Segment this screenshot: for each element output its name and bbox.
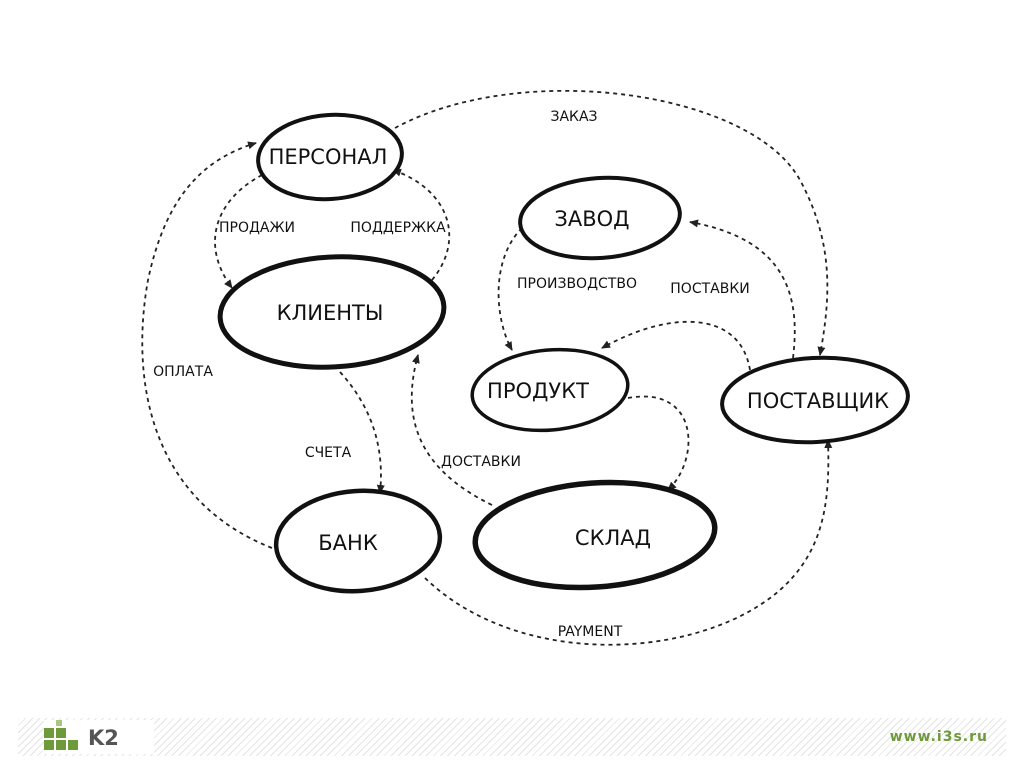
node-supplier-label: ПОСТАВЩИК: [747, 389, 889, 413]
node-personal-label: ПЕРСОНАЛ: [269, 145, 388, 169]
k2-logo-mark-icon: [44, 720, 78, 750]
node-clients-label: КЛИЕНТЫ: [277, 301, 384, 325]
edge-label-deliveries-supply: ПОСТАВКИ: [670, 281, 749, 297]
node-bank-label: БАНК: [318, 531, 378, 555]
k2-logo-text: K2: [88, 726, 119, 750]
node-warehouse-label: СКЛАД: [575, 526, 651, 550]
edge-label-sales: ПРОДАЖИ: [219, 220, 295, 236]
edge-product-warehouse: [627, 395, 690, 491]
node-product-label: ПРОДУКТ: [487, 379, 589, 403]
node-factory-label: ЗАВОД: [554, 207, 629, 231]
k2-logo: K2: [44, 720, 154, 754]
edge-label-payment-ru: ОПЛАТА: [153, 364, 213, 380]
footer-url-link[interactable]: www.i3s.ru: [889, 729, 988, 745]
edge-label-payment-en: PAYMENT: [558, 624, 623, 640]
edge-label-production: ПРОИЗВОДСТВО: [517, 276, 637, 292]
node-factory: ЗАВОД: [518, 175, 682, 261]
footer-bar: K2 www.i3s.ru: [18, 718, 1006, 756]
edge-label-order: ЗАКАЗ: [550, 109, 597, 125]
node-clients: КЛИЕНТЫ: [217, 254, 447, 370]
edge-label-support: ПОДДЕРЖКА: [350, 220, 446, 236]
edge-payment-ru: [141, 141, 273, 549]
node-supplier: ПОСТАВЩИК: [720, 355, 910, 445]
edge-payment-en: [424, 439, 833, 646]
node-bank: БАНК: [273, 488, 443, 594]
edge-label-deliveries: ДОСТАВКИ: [441, 454, 521, 470]
edge-label-invoices: СЧЕТА: [305, 445, 352, 461]
edge-deliveries: [410, 354, 493, 506]
edge-supplier-product: [601, 320, 751, 371]
node-personal: ПЕРСОНАЛ: [256, 112, 404, 202]
edge-production: [497, 227, 523, 351]
edge-support: [392, 168, 451, 281]
edge-invoices: [339, 371, 385, 494]
edge-supplier-factory: [689, 219, 796, 359]
node-warehouse: СКЛАД: [472, 479, 718, 591]
edge-sales: [214, 174, 263, 289]
node-product: ПРОДУКТ: [470, 347, 630, 433]
